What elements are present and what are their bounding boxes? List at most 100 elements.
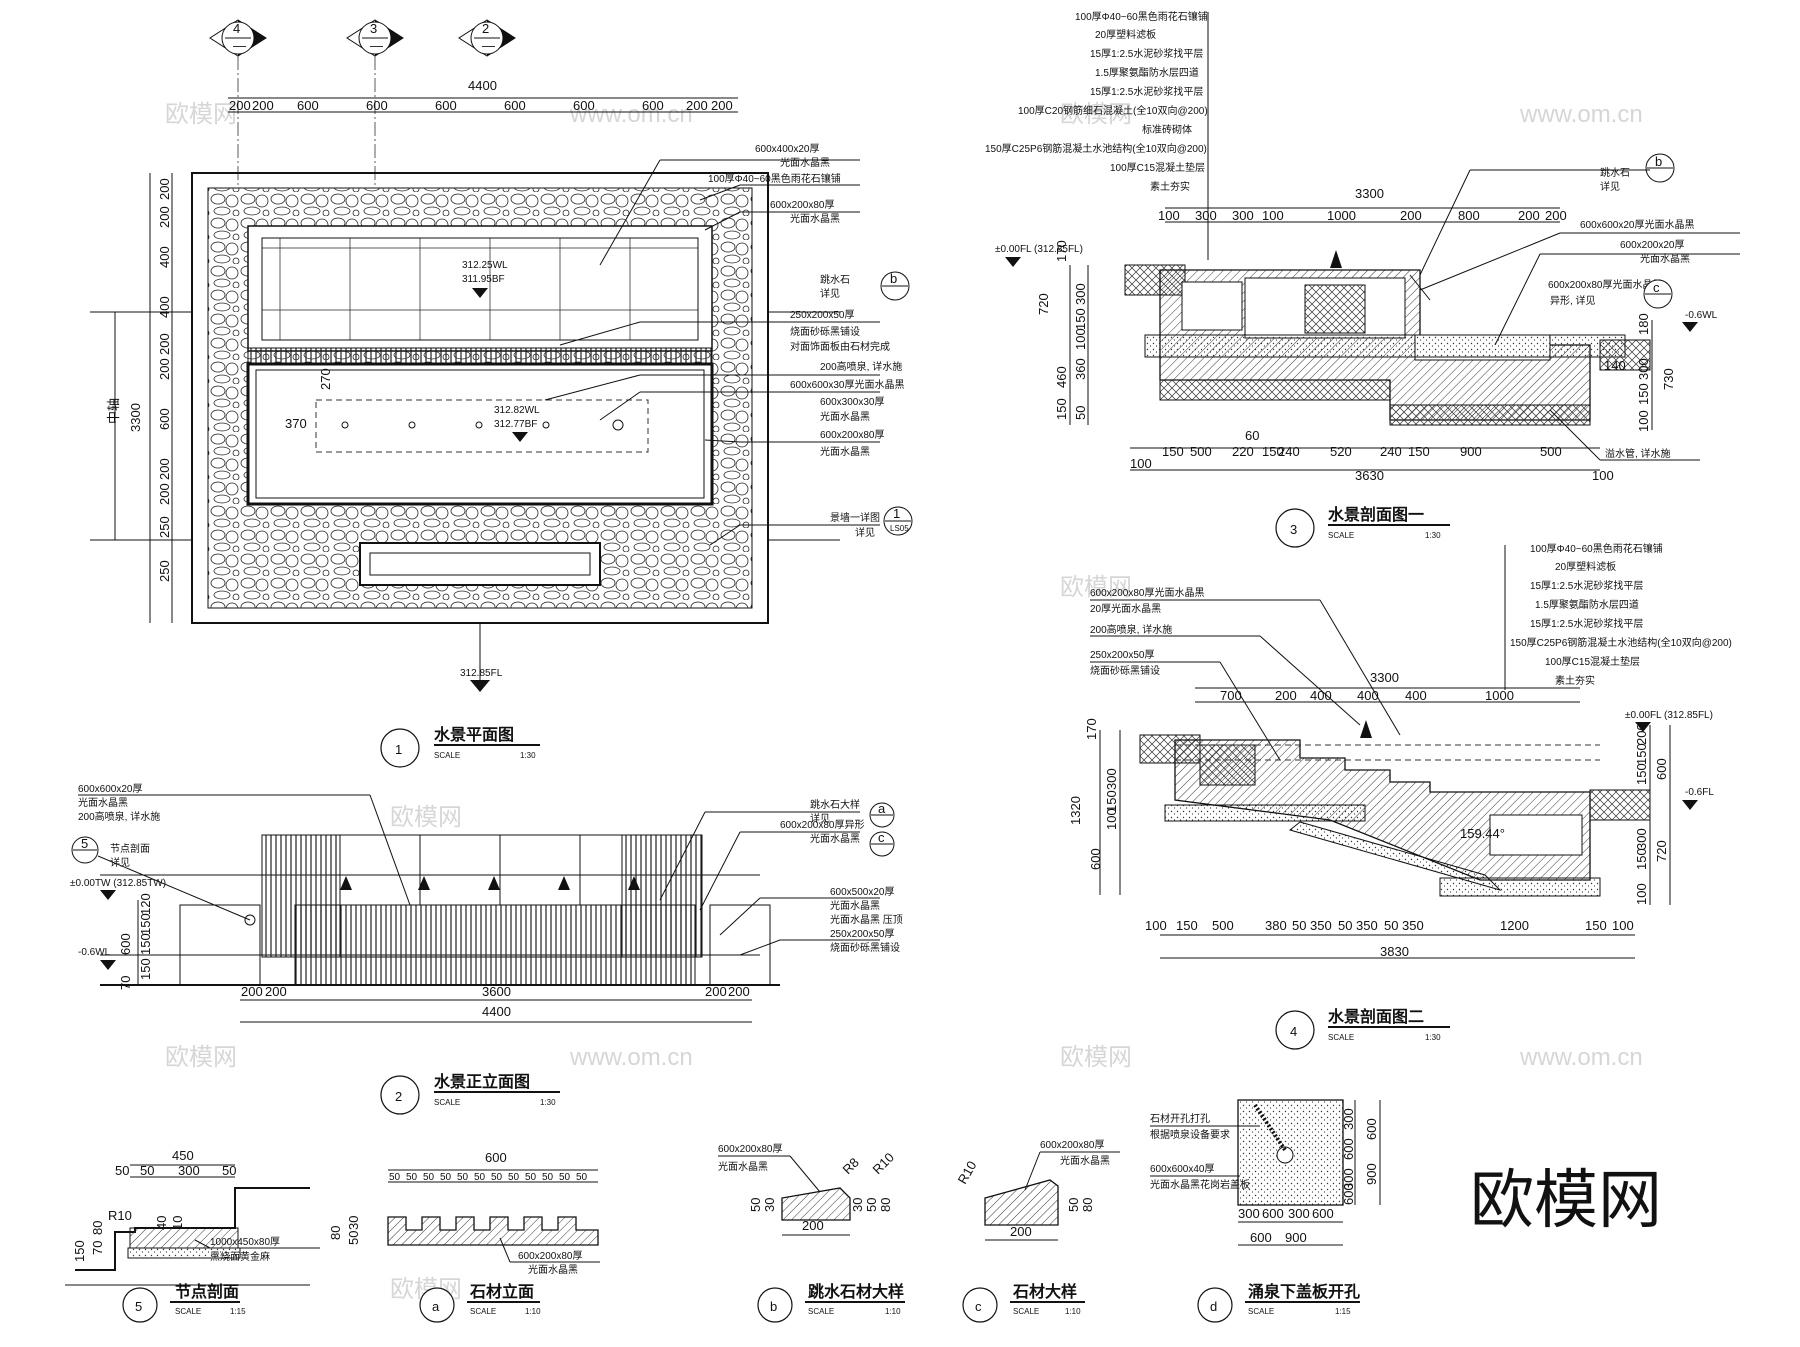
watermark-brand: 欧模网 <box>1060 574 1132 601</box>
svg-text:200: 200 <box>1545 208 1567 223</box>
svg-text:600x200x80厚光面水晶黑: 600x200x80厚光面水晶黑 <box>1090 586 1205 599</box>
svg-text:350: 350 <box>1356 918 1378 933</box>
svg-text:200: 200 <box>1275 688 1297 703</box>
svg-text:600x300x30厚: 600x300x30厚 <box>820 396 885 408</box>
svg-text:3: 3 <box>370 21 377 36</box>
svg-text:100厚Φ40~60黑色雨花石镶铺: 100厚Φ40~60黑色雨花石镶铺 <box>708 172 841 185</box>
svg-text:450: 450 <box>172 1148 194 1163</box>
svg-text:80: 80 <box>1080 1198 1095 1212</box>
svg-text:LS05: LS05 <box>890 524 909 533</box>
svg-text:15厚1:2.5水泥砂浆找平层: 15厚1:2.5水泥砂浆找平层 <box>1090 47 1203 60</box>
watermark-brand: 欧模网 <box>1060 101 1132 128</box>
callout-1: 1 <box>893 506 900 521</box>
svg-text:150: 150 <box>72 1240 87 1262</box>
logo-watermark: 欧模网 <box>1470 1164 1662 1236</box>
svg-text:40: 40 <box>154 1216 169 1230</box>
svg-text:R10: R10 <box>955 1158 980 1186</box>
svg-text:600x600x40厚: 600x600x40厚 <box>1150 1163 1215 1175</box>
watermark-brand: 欧模网 <box>165 1044 237 1071</box>
svg-text:350: 350 <box>1402 918 1424 933</box>
svg-text:3300: 3300 <box>128 403 143 432</box>
drawing-number: 4 <box>1290 1024 1297 1039</box>
svg-text:3600: 3600 <box>482 984 511 999</box>
svg-text:300: 300 <box>1341 1168 1356 1190</box>
detail-node-section: 450 50 50 300 50 R10 40 10 150 70 80 100… <box>65 1148 320 1323</box>
svg-text:溢水管, 详水施: 溢水管, 详水施 <box>1605 447 1671 460</box>
svg-text:80: 80 <box>328 1226 343 1240</box>
svg-text:200高喷泉, 详水施: 200高喷泉, 详水施 <box>78 810 160 823</box>
svg-text:100厚Φ40~60黑色雨花石镶铺: 100厚Φ40~60黑色雨花石镶铺 <box>1075 10 1208 23</box>
svg-text:光面水晶黑: 光面水晶黑 <box>528 1263 578 1276</box>
svg-text:50: 50 <box>508 1172 520 1183</box>
svg-text:100: 100 <box>1158 208 1180 223</box>
svg-text:600: 600 <box>1312 1206 1334 1221</box>
svg-text:600x200x80厚光面水晶黑: 600x200x80厚光面水晶黑 <box>1548 278 1663 291</box>
svg-text:4400: 4400 <box>482 1004 511 1019</box>
svg-text:中轴: 中轴 <box>106 398 121 424</box>
svg-text:3630: 3630 <box>1355 468 1384 483</box>
svg-text:1000: 1000 <box>1485 688 1514 703</box>
svg-text:1:30: 1:30 <box>540 1098 556 1107</box>
axis-bubble-2: 2— <box>458 19 516 57</box>
drawing-number: 2 <box>395 1089 402 1104</box>
svg-text:50: 50 <box>576 1172 588 1183</box>
detail5-title-block: 5 节点剖面 SCALE 1:15 <box>122 1282 246 1323</box>
svg-text:石材开孔打孔: 石材开孔打孔 <box>1150 1112 1210 1125</box>
svg-text:标准砖砌体: 标准砖砌体 <box>1142 123 1192 136</box>
svg-text:节点剖面: 节点剖面 <box>110 842 150 855</box>
svg-text:120: 120 <box>138 893 153 915</box>
weir-stones <box>247 347 713 365</box>
svg-text:250x200x50厚: 250x200x50厚 <box>790 309 855 321</box>
svg-text:600: 600 <box>157 408 172 430</box>
svg-text:异形, 详见: 异形, 详见 <box>1550 294 1596 307</box>
svg-text:光面水晶黑: 光面水晶黑 <box>820 445 870 458</box>
svg-text:300: 300 <box>178 1163 200 1178</box>
section-two-view: 100厚Φ40~60黑色雨花石镶铺 20厚塑料滤板 15厚1:2.5水泥砂浆找平… <box>1068 542 1732 1050</box>
svg-text:200: 200 <box>157 483 172 505</box>
svg-text:600x600x20厚光面水晶黑: 600x600x20厚光面水晶黑 <box>1580 218 1695 231</box>
svg-text:200: 200 <box>802 1218 824 1233</box>
svg-text:70: 70 <box>118 976 133 990</box>
svg-text:跳水石: 跳水石 <box>1600 166 1630 179</box>
svg-text:1000: 1000 <box>1327 208 1356 223</box>
svg-text:根据喷泉设备要求: 根据喷泉设备要求 <box>1150 1128 1230 1141</box>
elevation-notes: 跳水石大样 详见 a 600x200x80厚异形 光面水晶黑 c 600x500… <box>659 798 903 956</box>
svg-text:200: 200 <box>711 98 733 113</box>
svg-text:100厚C15混凝土垫层: 100厚C15混凝土垫层 <box>1110 161 1205 174</box>
svg-text:600x400x20厚: 600x400x20厚 <box>755 143 820 155</box>
svg-text:200: 200 <box>157 206 172 228</box>
svg-text:3300: 3300 <box>1355 186 1384 201</box>
elevation-label: 312.77BF <box>494 419 537 430</box>
svg-text:1320: 1320 <box>1068 796 1083 825</box>
svg-text:光面水晶黑: 光面水晶黑 <box>830 899 880 912</box>
top-dimension-chain: 4400 200 200 600 600 600 600 600 600 200… <box>228 78 738 113</box>
section2-title-block: 4 水景剖面图二 SCALE 1:30 <box>1275 1007 1450 1050</box>
svg-text:150厚C25P6钢筋混凝土水池结构(全10双向@200): 150厚C25P6钢筋混凝土水池结构(全10双向@200) <box>985 142 1207 155</box>
svg-text:300: 300 <box>1288 1206 1310 1221</box>
svg-text:素土夯实: 素土夯实 <box>1150 180 1190 193</box>
svg-text:100厚C20钢筋细石混凝土(全10双向@200): 100厚C20钢筋细石混凝土(全10双向@200) <box>1018 104 1208 117</box>
svg-text:720: 720 <box>1036 293 1051 315</box>
svg-text:150: 150 <box>1636 383 1651 405</box>
svg-text:300: 300 <box>1073 283 1088 305</box>
svg-text:600x200x80厚: 600x200x80厚 <box>718 1143 783 1155</box>
svg-text:600: 600 <box>504 98 526 113</box>
svg-text:200: 200 <box>686 98 708 113</box>
svg-text:150: 150 <box>1262 444 1284 459</box>
svg-text:600: 600 <box>1654 758 1669 780</box>
svg-text:720: 720 <box>1654 840 1669 862</box>
axis-bubble-4: 4— <box>209 19 267 57</box>
svg-text:20厚塑料滤板: 20厚塑料滤板 <box>1095 28 1156 41</box>
svg-text:170: 170 <box>1054 240 1069 262</box>
svg-text:1:10: 1:10 <box>1065 1307 1081 1316</box>
svg-text:200: 200 <box>157 458 172 480</box>
svg-text:600: 600 <box>642 98 664 113</box>
svg-text:SCALE: SCALE <box>1248 1307 1274 1316</box>
svg-text:150: 150 <box>1408 444 1430 459</box>
detail-stone-elevation: 600 50 50 50 50 50 50 50 50 50 50 50 50 … <box>328 1150 600 1323</box>
svg-text:400: 400 <box>157 296 172 318</box>
svg-text:1:10: 1:10 <box>885 1307 901 1316</box>
svg-text:240: 240 <box>1380 444 1402 459</box>
svg-text:详见: 详见 <box>110 856 130 869</box>
